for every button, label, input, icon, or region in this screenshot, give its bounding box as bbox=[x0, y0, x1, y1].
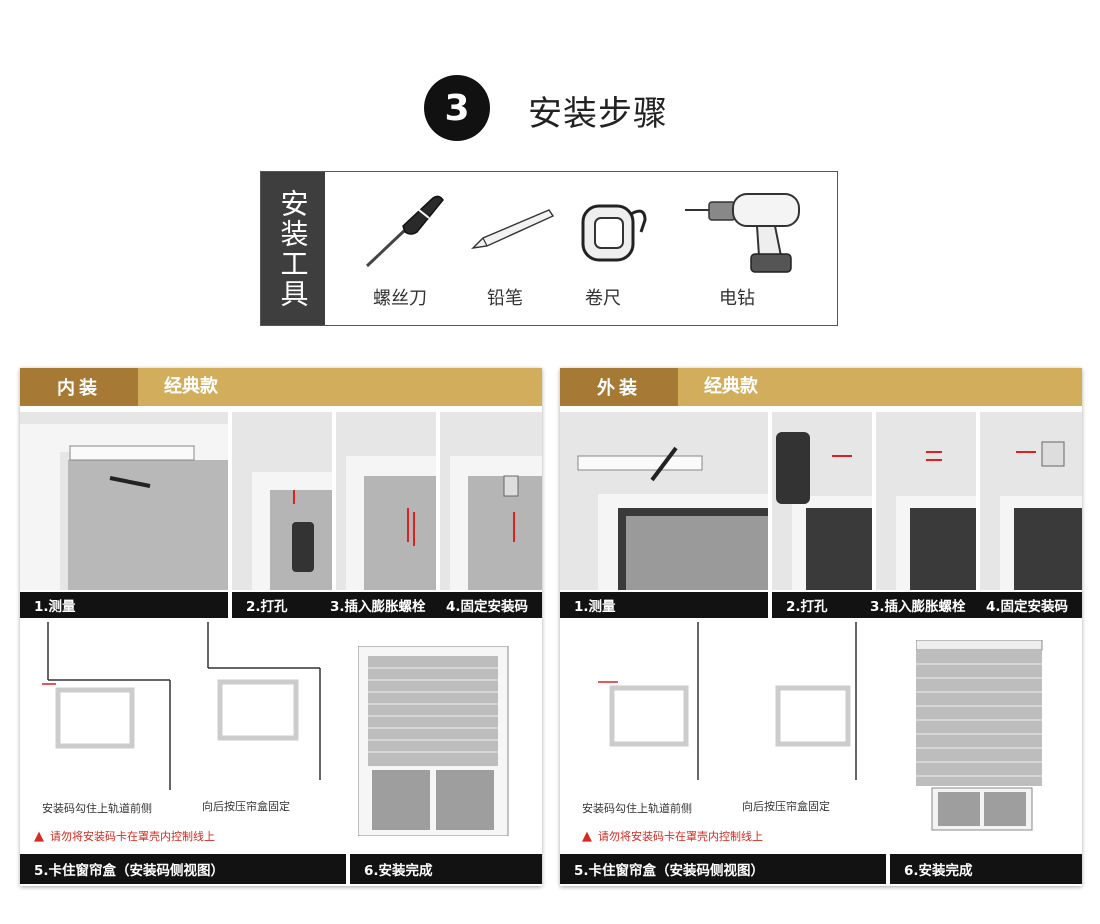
warning-icon: ▲ bbox=[582, 828, 592, 844]
panel-header: 内装 经典款 bbox=[20, 368, 542, 406]
illustration-measure bbox=[560, 412, 768, 590]
tool-name-tape-measure: 卷尺 bbox=[585, 288, 621, 309]
warning-text: 请勿将安装码卡在罩壳内控制线上 bbox=[598, 830, 763, 843]
step-number-badge: 3 bbox=[424, 75, 490, 141]
tool-name-drill: 电钻 bbox=[719, 288, 755, 309]
warning-line: ▲ 请勿将安装码卡在罩壳内控制线上 bbox=[582, 828, 763, 844]
caption-step-1: 1.测量 bbox=[20, 592, 228, 618]
panel-outside-mount: 外装 经典款 bbox=[560, 368, 1082, 886]
warning-icon: ▲ bbox=[34, 828, 44, 844]
caption-step-2: 2.打孔 bbox=[772, 592, 866, 618]
illustration-installed-blind bbox=[916, 640, 1043, 831]
note-press-back: 向后按压帘盒固定 bbox=[742, 800, 830, 813]
tools-panel: 安装工具 螺丝刀 铅笔 卷尺 电钻 bbox=[260, 171, 838, 326]
tool-name-pencil: 铅笔 bbox=[487, 288, 523, 309]
panel-header: 外装 经典款 bbox=[560, 368, 1082, 406]
illustration-installed-blind bbox=[358, 646, 509, 836]
tools-label: 安装工具 bbox=[261, 172, 325, 325]
caption-step-1: 1.测量 bbox=[560, 592, 768, 618]
caption-step-5: 5.卡住窗帘盒（安装码侧视图） bbox=[20, 854, 346, 884]
caption-step-5: 5.卡住窗帘盒（安装码侧视图） bbox=[560, 854, 886, 884]
panel-inside-mount: 内装 经典款 bbox=[20, 368, 542, 886]
caption-step-3: 3.插入膨胀螺栓 bbox=[326, 592, 436, 618]
tool-name-screwdriver: 螺丝刀 bbox=[373, 288, 427, 309]
illustration-drill bbox=[232, 412, 332, 590]
electric-drill-icon bbox=[685, 193, 800, 273]
caption-step-4: 4.固定安装码 bbox=[976, 592, 1082, 618]
note-hook-front: 安装码勾住上轨道前侧 bbox=[582, 802, 692, 815]
illustration-bracket bbox=[980, 412, 1082, 590]
panel-style: 经典款 bbox=[704, 376, 758, 397]
caption-step-6: 6.安装完成 bbox=[350, 854, 542, 884]
illustration-bracket-side-view bbox=[20, 620, 350, 856]
illustration-bracket bbox=[440, 412, 542, 590]
note-hook-front: 安装码勾住上轨道前侧 bbox=[42, 802, 152, 815]
illustration-measure bbox=[20, 412, 228, 590]
caption-step-4: 4.固定安装码 bbox=[436, 592, 542, 618]
illustration-drill bbox=[772, 412, 872, 590]
note-press-back: 向后按压帘盒固定 bbox=[202, 800, 290, 813]
panel-tab: 外装 bbox=[560, 368, 678, 406]
screwdriver-icon bbox=[365, 195, 444, 268]
warning-text: 请勿将安装码卡在罩壳内控制线上 bbox=[50, 830, 215, 843]
warning-line: ▲ 请勿将安装码卡在罩壳内控制线上 bbox=[34, 828, 215, 844]
step-title: 安装步骤 bbox=[528, 94, 668, 134]
illustration-anchor bbox=[336, 412, 436, 590]
pencil-icon bbox=[471, 209, 555, 249]
caption-step-6: 6.安装完成 bbox=[890, 854, 1082, 884]
illustration-anchor bbox=[876, 412, 976, 590]
panel-style: 经典款 bbox=[164, 376, 218, 397]
panel-tab: 内装 bbox=[20, 368, 138, 406]
tools-label-text: 安装工具 bbox=[276, 188, 310, 309]
caption-step-3: 3.插入膨胀螺栓 bbox=[866, 592, 976, 618]
caption-step-2: 2.打孔 bbox=[232, 592, 326, 618]
tape-measure-icon bbox=[581, 204, 647, 262]
illustration-bracket-side-view bbox=[560, 620, 890, 856]
